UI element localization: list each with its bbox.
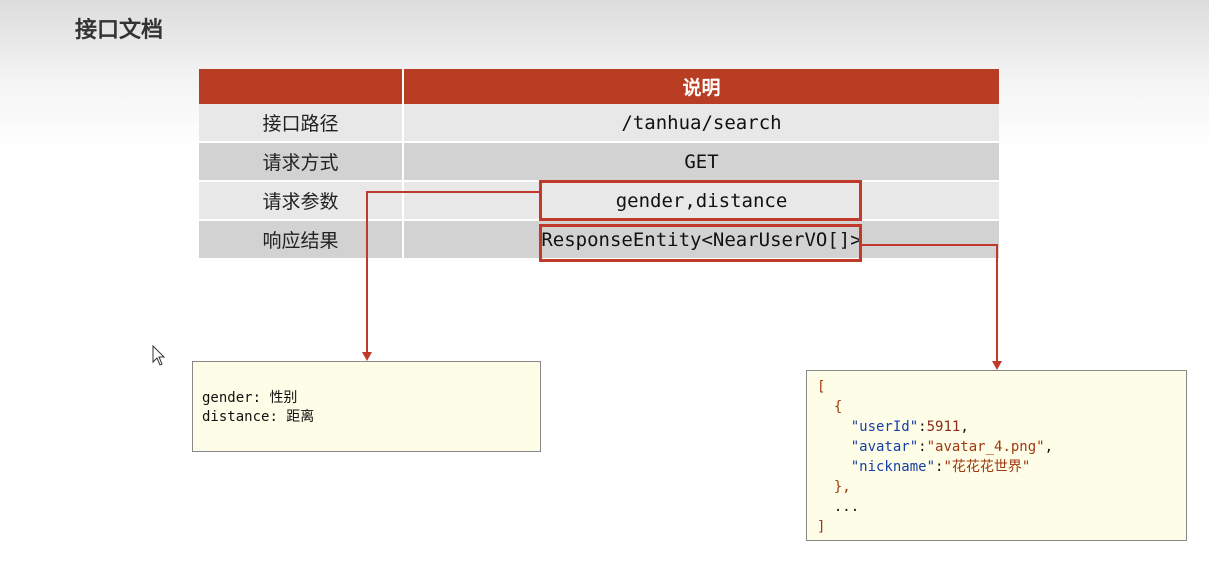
row-label-path: 接口路径 [199, 104, 404, 143]
params-connector-vertical [366, 191, 368, 353]
row-label-method: 请求方式 [199, 142, 404, 182]
params-connector-horizontal [366, 191, 540, 193]
param-gender-desc: 性别 [269, 390, 298, 406]
code-line-open-brace: { [817, 397, 1186, 417]
params-arrow-head [362, 352, 372, 361]
code-line-open-bracket: [ [817, 377, 1186, 397]
code-line-close-bracket: ] [817, 517, 1186, 537]
param-gender-key: gender [202, 390, 253, 406]
table-row-path: 接口路径 /tanhua/search [199, 104, 999, 143]
response-example-box: [ { "userId":5911, "avatar":"avatar_4.pn… [806, 370, 1187, 541]
row-value-params: gender,distance [403, 181, 999, 221]
row-label-response: 响应结果 [199, 220, 404, 260]
json-open-brace: { [833, 399, 843, 415]
table-row-method: 请求方式 GET [199, 142, 999, 182]
code-line-userid: "userId":5911, [850, 419, 969, 435]
param-gender-sep: : [252, 390, 270, 406]
json-userid-value: 5911 [926, 419, 961, 435]
params-highlight-box [539, 180, 862, 221]
param-distance-sep: : [269, 409, 287, 425]
row-value-path: /tanhua/search [403, 104, 999, 143]
response-highlight-box [539, 224, 862, 262]
row-value-response: ResponseEntity<NearUserVO[]> [403, 220, 999, 260]
json-open-bracket: [ [817, 379, 826, 395]
table-header-empty [199, 69, 404, 104]
mouse-pointer-icon [152, 344, 168, 373]
json-close-bracket: ] [817, 519, 826, 535]
param-gender-line: gender: 性别 [202, 389, 540, 408]
row-value-method: GET [403, 142, 999, 182]
json-ellipsis: ... [833, 499, 860, 515]
param-distance-key: distance [202, 409, 270, 425]
table-row-response: 响应结果 ResponseEntity<NearUserVO[]> [199, 220, 999, 260]
code-line-ellipsis: ... [817, 497, 1186, 517]
code-line-avatar: "avatar":"avatar_4.png", [850, 439, 1054, 455]
code-line-close-brace: }, [817, 477, 1186, 497]
param-distance-desc: 距离 [286, 409, 315, 425]
table-row-params: 请求参数 gender,distance [199, 181, 999, 221]
json-nickname-key: "nickname" [850, 459, 936, 475]
params-note-box: gender: 性别 distance: 距离 [192, 361, 541, 452]
json-close-brace: }, [833, 479, 851, 495]
json-userid-key: "userId" [850, 419, 919, 435]
json-avatar-value: "avatar_4.png" [926, 439, 1045, 455]
response-connector-vertical [996, 244, 998, 362]
response-connector-horizontal [861, 244, 998, 246]
response-arrow-head [992, 361, 1002, 370]
json-avatar-key: "avatar" [850, 439, 919, 455]
code-line-nickname: "nickname":"花花花世界" [850, 459, 1031, 475]
table-header-row: 说明 [199, 69, 999, 104]
table-header-description: 说明 [403, 69, 999, 104]
json-nickname-value: "花花花世界" [943, 459, 1031, 475]
param-distance-line: distance: 距离 [202, 408, 540, 427]
row-label-params: 请求参数 [199, 181, 404, 221]
page-title: 接口文档 [75, 18, 164, 43]
